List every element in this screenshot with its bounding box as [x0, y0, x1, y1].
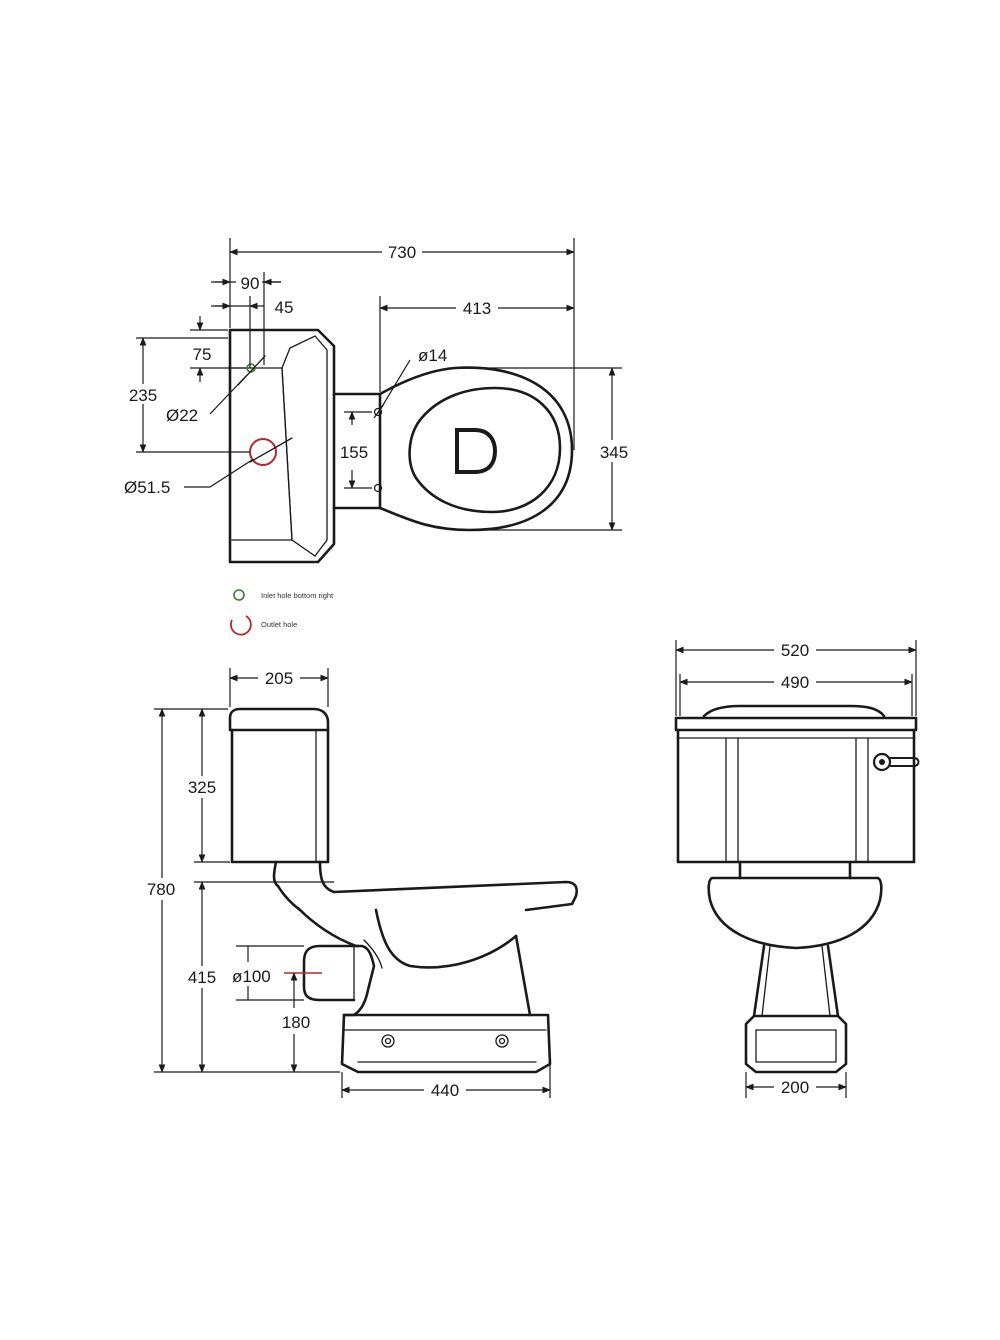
outlet-hole-icon	[249, 438, 277, 466]
dim-lid-width: 490	[781, 673, 809, 692]
dim-pan-width: 345	[600, 443, 628, 462]
side-pan-rim	[332, 880, 578, 912]
dim-overall-length: 730	[388, 243, 416, 262]
dim-inlet-diameter: Ø22	[166, 406, 198, 425]
fixing-hole-icon	[373, 483, 383, 493]
side-pan-bowl	[296, 906, 376, 1017]
front-base	[744, 1014, 848, 1074]
dim-inlet-offset-half: 45	[275, 298, 294, 317]
plan-seat	[408, 386, 562, 514]
dim-inlet-from-back: 75	[193, 345, 212, 364]
legend: Inlet hole bottom right Outlet hole	[229, 589, 334, 636]
front-cistern-body	[676, 728, 916, 864]
dim-outlet-from-back: 235	[129, 386, 157, 405]
dim-total-height: 780	[147, 880, 175, 899]
dim-cistern-height: 325	[188, 778, 216, 797]
dim-pan-height: 415	[188, 968, 216, 987]
dim-pan-length: 413	[463, 299, 491, 318]
fixing-bolt-icon	[495, 1034, 509, 1048]
d-logo-icon	[455, 428, 498, 474]
side-cistern-body	[230, 728, 330, 864]
front-pedestal	[752, 944, 840, 1018]
dim-inlet-offset: 90	[241, 274, 260, 293]
dim-cistern-width: 520	[781, 641, 809, 660]
front-cistern-lid	[702, 704, 886, 718]
inlet-hole-icon	[246, 363, 256, 373]
plan-cistern-bevel	[281, 335, 328, 557]
dim-base-width: 200	[781, 1078, 809, 1097]
dim-outlet-diameter: Ø51.5	[124, 478, 170, 497]
side-base	[340, 1013, 552, 1074]
legend-outlet-icon	[229, 615, 252, 636]
side-outlet-spigot	[302, 944, 360, 1002]
fixing-hole-icon	[373, 407, 383, 417]
dim-outlet-pipe-diameter: ø100	[232, 967, 271, 986]
side-flush-connector	[272, 860, 336, 912]
dim-cistern-depth: 205	[265, 669, 293, 688]
legend-inlet-label: Inlet hole bottom right	[261, 591, 334, 600]
plan-neck	[332, 392, 382, 510]
dim-base-length: 440	[431, 1081, 459, 1100]
plan-view: 730 90 45 413 75 235 Ø22	[122, 238, 634, 564]
front-pan-bowl	[707, 876, 883, 950]
fixing-bolt-icon	[381, 1034, 395, 1048]
flush-lever-icon	[872, 752, 920, 772]
dim-fixing-hole-diameter: ø14	[418, 346, 447, 365]
front-view: 520 490 200	[674, 639, 920, 1098]
dim-outlet-height: 180	[282, 1013, 310, 1032]
legend-inlet-icon	[233, 589, 245, 601]
legend-outlet-label: Outlet hole	[261, 620, 297, 629]
side-view: 205 780 325 415 ø100 180 440	[140, 666, 578, 1101]
dim-fixing-hole-spacing: 155	[340, 443, 368, 462]
plan-pan-outline	[378, 366, 574, 532]
side-cistern-lid	[228, 707, 330, 732]
plan-cistern-outline	[228, 328, 336, 564]
